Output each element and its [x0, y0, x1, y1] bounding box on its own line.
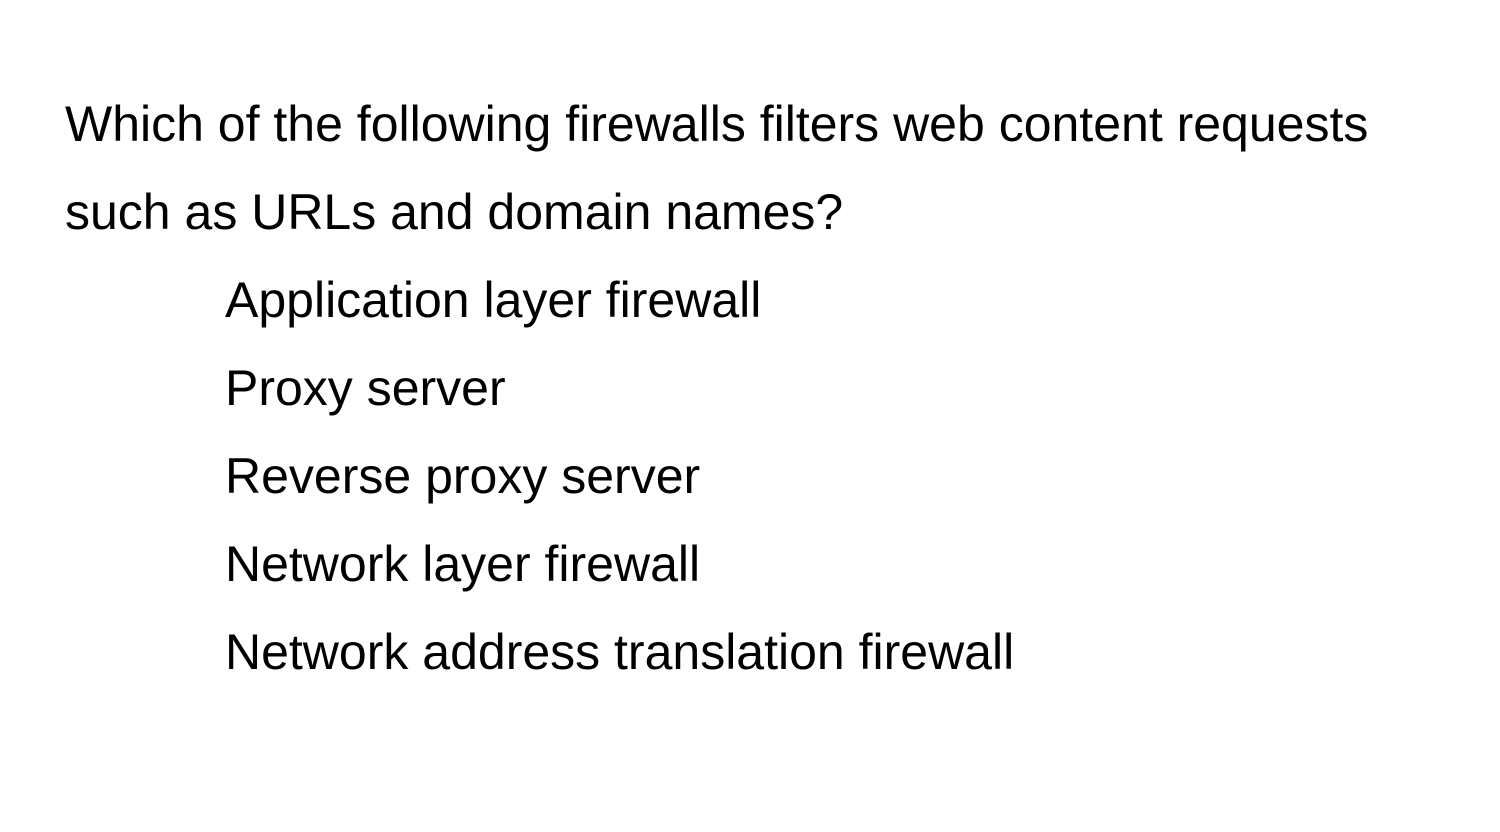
answer-option[interactable]: Reverse proxy server: [225, 448, 701, 504]
answer-options-list: Application layer firewall Proxy server …: [225, 256, 1014, 696]
answer-option[interactable]: Network address translation firewall: [225, 624, 1015, 680]
question-text: Which of the following firewalls filters…: [65, 96, 1369, 240]
answer-option[interactable]: Proxy server: [225, 360, 506, 416]
answer-option[interactable]: Network layer firewall: [225, 536, 701, 592]
answer-option[interactable]: Application layer firewall: [225, 272, 762, 328]
